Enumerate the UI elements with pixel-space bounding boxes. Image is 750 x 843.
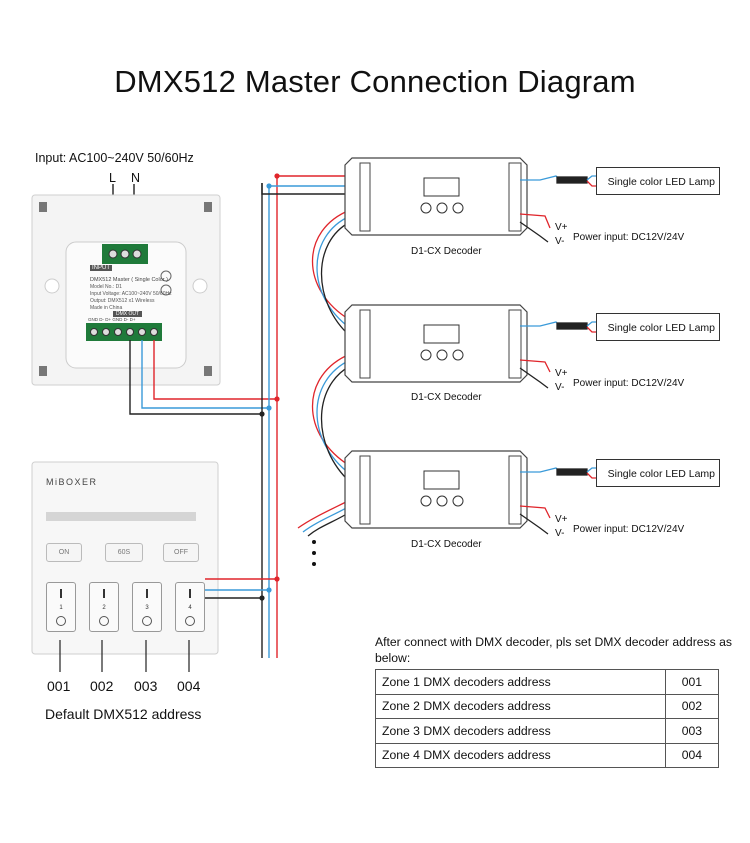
address-cell: 001 [664,669,720,695]
zone-4-indicator [185,616,195,626]
decoder-1-body [344,157,528,236]
master-spec-3: Made in China [90,305,123,311]
zone-4-number: 4 [188,605,192,611]
decoder-1-vplus: V+ [555,222,568,233]
decoder-3-vplus: V+ [555,514,568,525]
default-address-label: Default DMX512 address [45,706,202,722]
led-lamp-1: Single color LED Lamp [596,167,720,195]
master-spec-1: Input Voltage: AC100~240V 50/60Hz [90,291,172,297]
zone-code-1: 001 [47,678,71,694]
decoder-3-vminus: V- [555,528,565,539]
led-lamp-3: Single color LED Lamp [596,459,720,487]
continuation-dot [312,540,316,544]
zone-3-indicator [142,616,152,626]
led-lamp-2: Single color LED Lamp [596,313,720,341]
zone-2-number: 2 [102,605,106,611]
zone-3-number: 3 [145,605,149,611]
decoder-2-power: Power input: DC12V/24V [573,378,685,389]
master-terminals: GND D- D+ GND D- D+ [88,317,136,322]
zone-1-indicator [56,616,66,626]
decoder-2-vplus: V+ [555,368,568,379]
decoder-3-body [344,450,528,529]
off-button[interactable]: OFF [163,543,199,562]
continuation-dot [312,562,316,566]
master-model-no: Model No.: D1 [90,284,122,290]
zone-2-indicator [99,616,109,626]
decoder-3-name: D1-CX Decoder [411,539,482,550]
decoder-2-body [344,304,528,383]
zone-4-switch[interactable]: 4 [175,582,205,632]
decoder-2-name: D1-CX Decoder [411,392,482,403]
input-voltage-label: Input: AC100~240V 50/60Hz [35,151,194,165]
decoder-2-vminus: V- [555,382,565,393]
master-panel-back [31,194,221,386]
decoder-1-name: D1-CX Decoder [411,246,482,257]
zone-3-switch[interactable]: 3 [132,582,162,632]
zone-code-3: 003 [134,678,158,694]
page-title: DMX512 Master Connection Diagram [114,64,636,99]
address-note: After connect with DMX decoder, pls set … [375,635,732,665]
master-dmx-out: DMX OUT [113,311,143,317]
zone-cell: Zone 4 DMX decoders address [375,742,666,768]
decoder-3-power: Power input: DC12V/24V [573,524,685,535]
master-spec-2: Output: DMX512 x1 Wireless [90,298,155,304]
zone-2-switch[interactable]: 2 [89,582,119,632]
table-row: Zone 1 DMX decoders address 001 [375,669,720,695]
continuation-dot [312,551,316,555]
on-button[interactable]: ON [46,543,82,562]
address-cell: 003 [664,718,720,744]
master-model-line: DMX512 Master ( Single Color ) [90,277,168,283]
zone-cell: Zone 1 DMX decoders address [375,669,666,695]
table-row: Zone 4 DMX decoders address 004 [375,742,720,768]
terminal-n-label: N [131,171,141,185]
brand-logo: MiBOXER [46,477,98,487]
terminal-l-label: L [109,171,116,185]
zone-code-4: 004 [177,678,201,694]
zone-1-switch[interactable]: 1 [46,582,76,632]
master-input-tag: INPUT [90,265,112,271]
table-row: Zone 3 DMX decoders address 003 [375,718,720,744]
timer-button[interactable]: 60S [105,543,143,562]
table-row: Zone 2 DMX decoders address 002 [375,693,720,719]
decoder-1-vminus: V- [555,236,565,247]
address-cell: 002 [664,693,720,719]
zone-1-number: 1 [59,605,63,611]
address-cell: 004 [664,742,720,768]
zone-cell: Zone 3 DMX decoders address [375,718,666,744]
zone-cell: Zone 2 DMX decoders address [375,693,666,719]
zone-code-2: 002 [90,678,114,694]
address-table: Zone 1 DMX decoders address 001 Zone 2 D… [375,669,720,768]
decoder-1-power: Power input: DC12V/24V [573,232,685,243]
